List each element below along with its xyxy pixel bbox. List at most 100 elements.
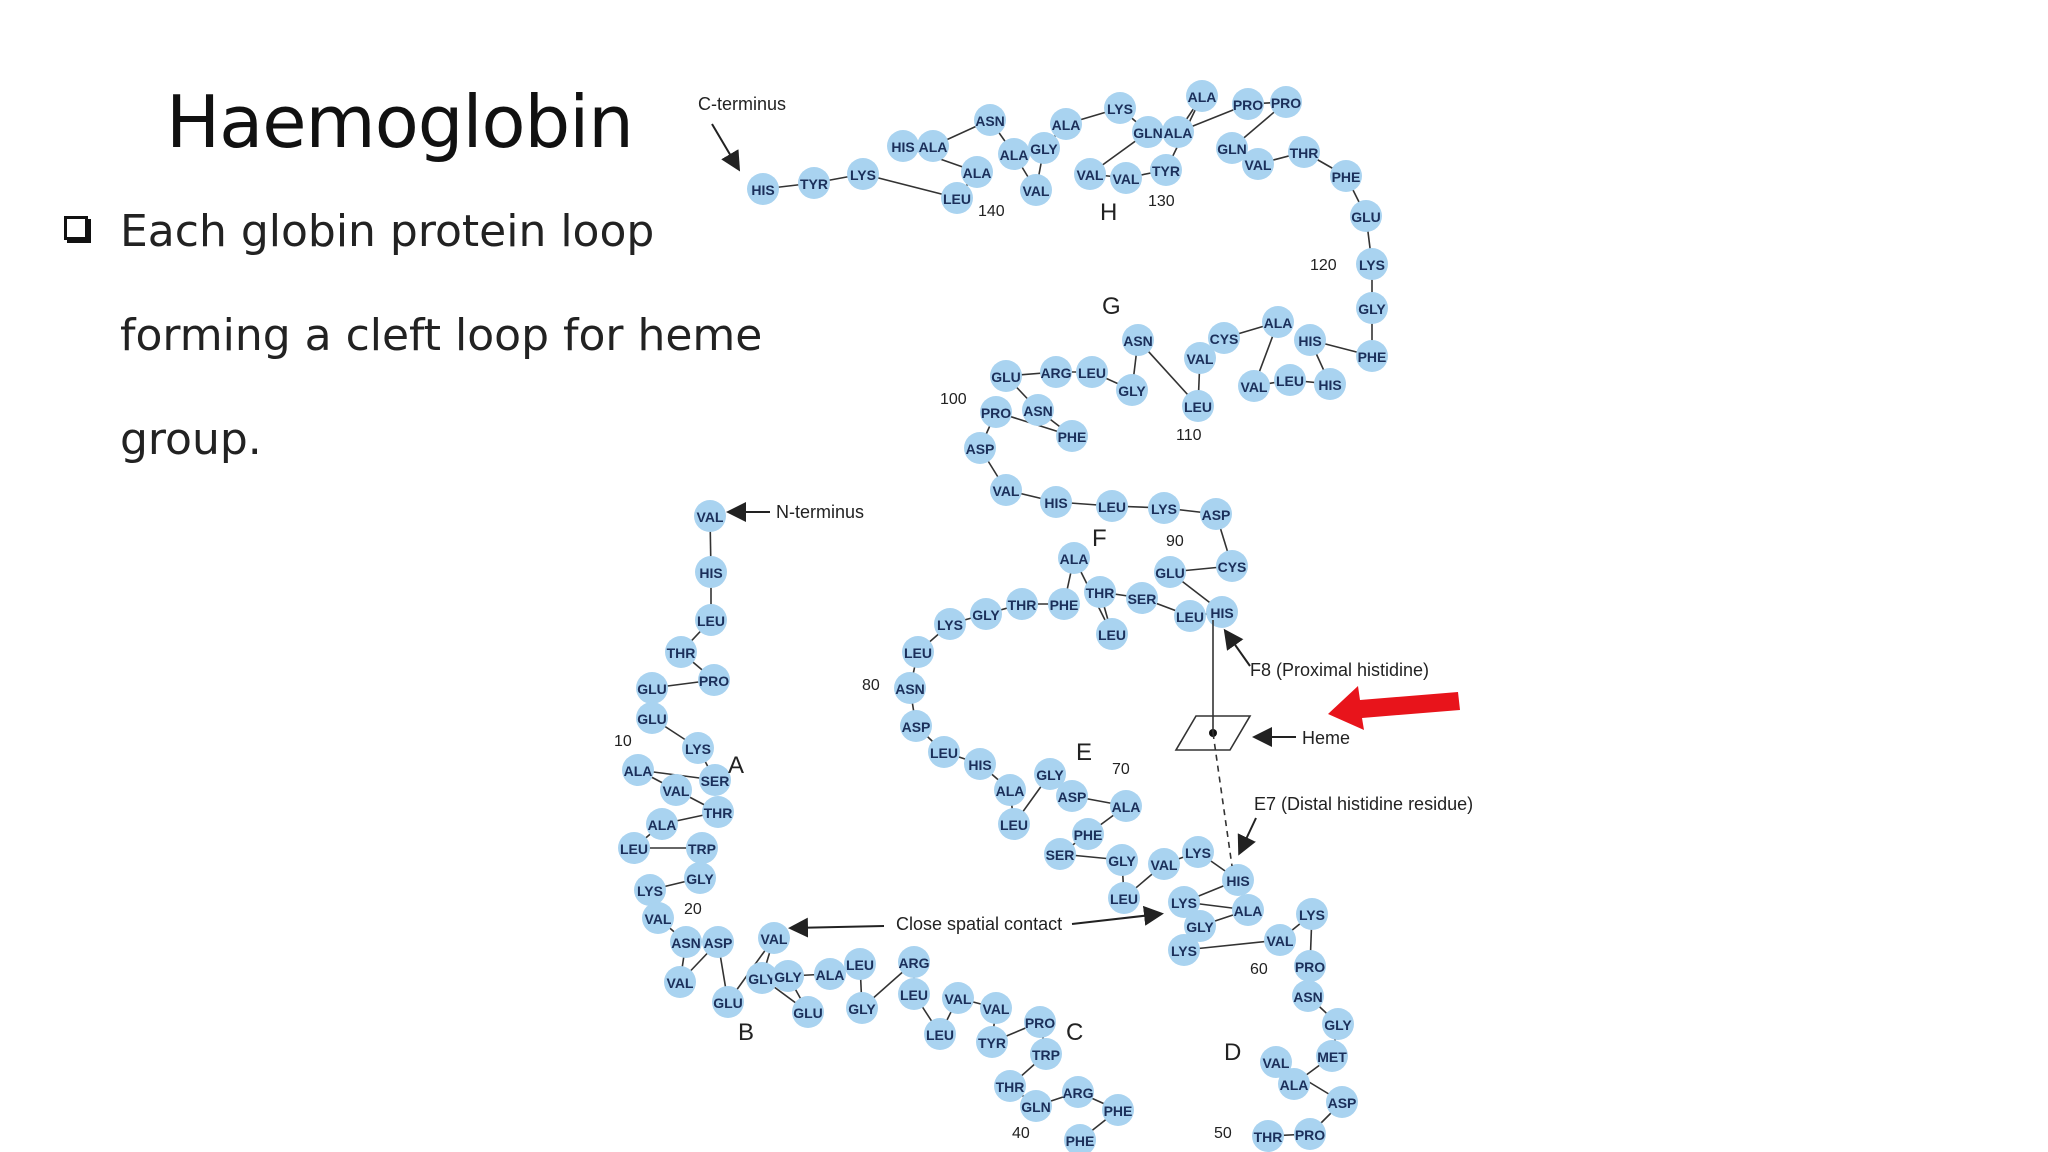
residue-label: VAL <box>1245 157 1272 173</box>
residue-label: ASP <box>1328 1095 1357 1111</box>
residue-label: GLU <box>991 369 1021 385</box>
residue-label: TYR <box>800 176 828 192</box>
residue-node: GLN <box>1216 132 1248 164</box>
residue-label: ARG <box>1062 1085 1093 1101</box>
residue-node: GLY <box>746 962 778 994</box>
residue-bubble <box>636 702 668 734</box>
residue-node: GLY <box>1028 132 1060 164</box>
residue-bubble <box>1238 370 1270 402</box>
residue-node: PHE <box>1330 160 1362 192</box>
residue-bubble <box>1168 886 1200 918</box>
residue-node: LYS <box>1148 492 1180 524</box>
residue-node: VAL <box>642 902 674 934</box>
residue-node: GLY <box>970 598 1002 630</box>
residue-label: PHE <box>1332 169 1361 185</box>
residue-label: ASN <box>975 113 1005 129</box>
residue-bubble <box>712 986 744 1018</box>
residue-node: GLU <box>712 986 744 1018</box>
position-140: 140 <box>978 203 1005 220</box>
residue-node: THR <box>1084 576 1116 608</box>
residue-bubble <box>1102 1094 1134 1126</box>
residue-bubble <box>1200 498 1232 530</box>
residue-node: GLY <box>1356 292 1388 324</box>
residue-node: THR <box>702 796 734 828</box>
residue-node: GLU <box>636 702 668 734</box>
residue-label: ASP <box>1202 507 1231 523</box>
residue-node: GLN <box>1132 116 1164 148</box>
residue-node: ALA <box>622 754 654 786</box>
residue-bubble <box>1186 80 1218 112</box>
residue-bubble <box>1294 324 1326 356</box>
residue-label: ALA <box>996 783 1025 799</box>
residue-label: TRP <box>1032 1047 1060 1063</box>
residue-bubble <box>1216 132 1248 164</box>
residue-bubble <box>970 598 1002 630</box>
residue-node: VAL <box>664 966 696 998</box>
residue-bubble <box>898 978 930 1010</box>
residue-node: HIS <box>1206 596 1238 628</box>
residue-label: GLY <box>686 871 714 887</box>
residue-label: TRP <box>688 841 716 857</box>
residue-bubble <box>664 966 696 998</box>
residue-bubble <box>844 948 876 980</box>
residue-label: LEU <box>904 645 932 661</box>
residue-bubble <box>847 158 879 190</box>
residue-node: ASN <box>1022 394 1054 426</box>
residue-bubble <box>1296 898 1328 930</box>
residue-bubble <box>1242 148 1274 180</box>
residue-node: TYR <box>1150 154 1182 186</box>
residue-bubble <box>900 710 932 742</box>
residue-node: ASP <box>900 710 932 742</box>
e7-arrow <box>1237 817 1257 856</box>
residue-label: VAL <box>1263 1055 1290 1071</box>
residue-node: PRO <box>980 396 1012 428</box>
residue-label: ALA <box>963 165 992 181</box>
residue-bubble <box>1096 618 1128 650</box>
residue-bubble <box>814 958 846 990</box>
residue-bubble <box>1148 848 1180 880</box>
residue-bubble <box>1116 374 1148 406</box>
residue-node: GLY <box>684 862 716 894</box>
n-terminus-label: N-terminus <box>776 502 864 522</box>
checkbox-bullet-icon <box>64 216 88 240</box>
residue-node: VAL <box>1184 342 1216 374</box>
residue-node: ASN <box>894 672 926 704</box>
residue-bubble <box>941 182 973 214</box>
residue-label: THR <box>1008 597 1037 613</box>
residue-node: LYS <box>847 158 879 190</box>
residue-label: PRO <box>1295 959 1325 975</box>
residue-label: PHE <box>1104 1103 1133 1119</box>
residue-label: PRO <box>1295 1127 1325 1143</box>
residue-bubble <box>1122 324 1154 356</box>
residue-label: VAL <box>945 991 972 1007</box>
residue-label: ASN <box>1023 403 1053 419</box>
residue-label: HIS <box>891 139 914 155</box>
residue-label: MET <box>1317 1049 1347 1065</box>
residue-label: THR <box>1086 585 1115 601</box>
residue-node: HIS <box>1222 864 1254 896</box>
residue-bubble <box>746 962 778 994</box>
residue-node: ASP <box>1056 780 1088 812</box>
residue-label: GLY <box>1186 919 1214 935</box>
residue-label: GLY <box>748 971 776 987</box>
residue-node: GLY <box>846 992 878 1024</box>
residue-label: LEU <box>943 191 971 207</box>
residue-bubble <box>964 748 996 780</box>
residue-bubble <box>1044 838 1076 870</box>
residue-node: ALA <box>1262 306 1294 338</box>
residue-bubble <box>1322 1008 1354 1040</box>
residue-bubble <box>1126 582 1158 614</box>
residue-bubble <box>1030 1038 1062 1070</box>
residue-node: LEU <box>1076 356 1108 388</box>
helix-label-b: B <box>738 1019 754 1046</box>
residue-bubble <box>1356 292 1388 324</box>
residue-label: PHE <box>1074 827 1103 843</box>
residue-bubble <box>990 474 1022 506</box>
residue-label: ASN <box>671 935 701 951</box>
residue-node: TRP <box>686 832 718 864</box>
residue-node: ASN <box>670 926 702 958</box>
residue-bubble <box>887 130 919 162</box>
residue-bubble <box>980 396 1012 428</box>
residue-node: VAL <box>758 922 790 954</box>
